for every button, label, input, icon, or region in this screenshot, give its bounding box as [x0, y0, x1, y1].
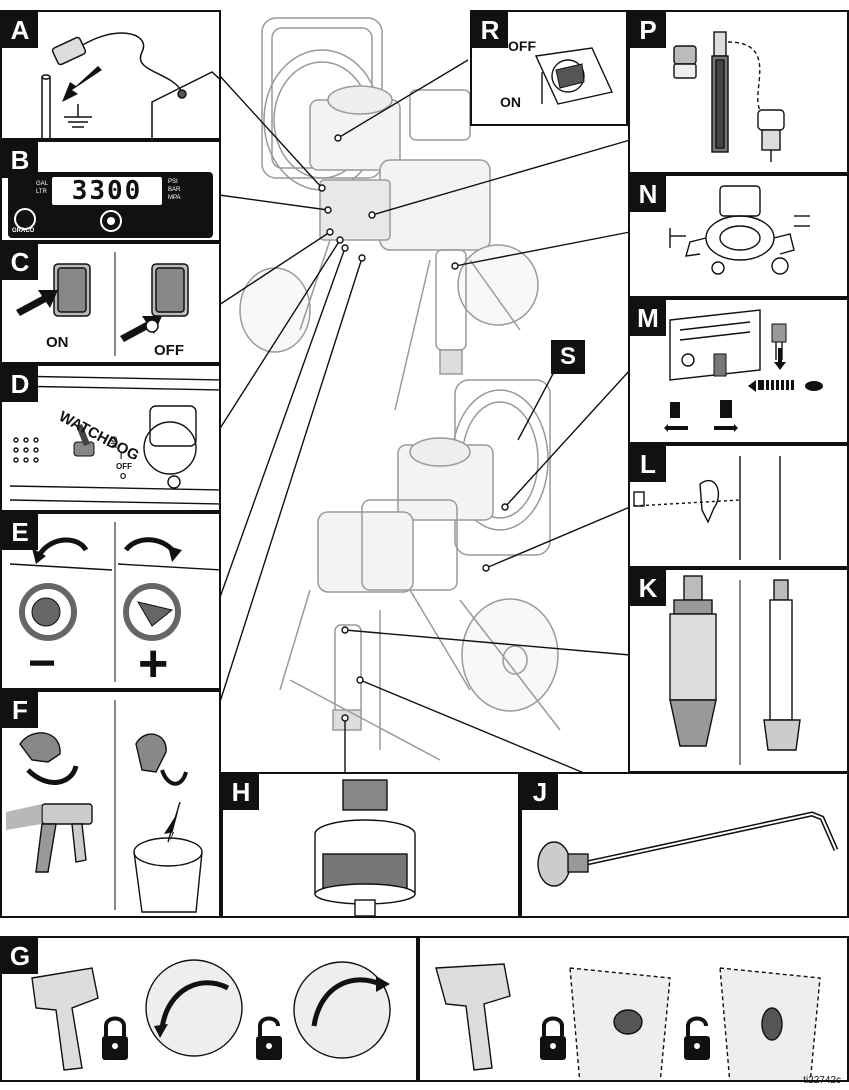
watchdog-off-label: OFF — [116, 462, 132, 471]
panel-b-display: B GAL LTR 3300 PSI BAR MPA GRACO — [0, 140, 221, 242]
panel-j-spray-extension: J — [520, 772, 849, 918]
panel-h-inlet-strainer: H — [221, 772, 520, 918]
panel-tag-l: L — [630, 446, 666, 482]
control-display-panel: GAL LTR 3300 PSI BAR MPA GRACO — [8, 172, 213, 238]
spray-extension-illustration — [537, 811, 839, 887]
watchdog-one-label: I — [120, 452, 123, 461]
unit-mpa: MPA — [168, 195, 181, 201]
panel-r-engine-switch: R OFF ON — [470, 10, 628, 126]
panel-n-pump-clamp: N — [628, 174, 849, 298]
engine-switch-illustration — [534, 47, 613, 105]
decrease-symbol: − — [28, 637, 57, 690]
rocker-switch-illustration — [16, 252, 189, 356]
label-gal: GAL — [36, 181, 49, 187]
pump-clamp-illustration — [669, 185, 810, 275]
fuel-choke-illustration — [664, 309, 823, 432]
watchdog-switch-illustration — [7, 375, 219, 505]
display-button-center — [107, 217, 115, 225]
panel-p-filter: P — [628, 10, 849, 174]
grounding-clamp-illustration — [41, 32, 219, 138]
panel-tag-c: C — [2, 244, 38, 280]
engine-on-label: ON — [500, 94, 521, 110]
switch-off-label: OFF — [154, 342, 184, 359]
panel-tag-e: E — [2, 514, 38, 550]
pump-rod-illustration — [669, 575, 801, 765]
panel-tag-b: B — [2, 142, 38, 178]
filter-illustration — [673, 31, 785, 162]
unit-psi: PSI — [168, 179, 178, 185]
panel-tag-f: F — [2, 692, 38, 728]
watchdog-zero-label: O — [120, 472, 127, 481]
panel-tag-k: K — [630, 570, 666, 606]
display-units: PSI BAR MPA — [168, 178, 181, 202]
label-ltr: LTR — [36, 189, 47, 195]
trigger-guard-illustration — [435, 963, 821, 1080]
panel-tag-m: M — [630, 300, 666, 336]
panel-tag-h: H — [223, 774, 259, 810]
inlet-strainer-illustration — [314, 779, 416, 916]
display-button[interactable] — [100, 210, 122, 232]
figure-reference: ti22742c — [803, 1075, 841, 1086]
display-left-labels: GAL LTR — [36, 180, 48, 196]
panel-e-pressure-knob: E − + — [0, 512, 221, 690]
panel-tag-j: J — [522, 774, 558, 810]
graco-logo — [14, 208, 36, 230]
panel-tag-g: G — [2, 938, 38, 974]
prime-valve-illustration — [6, 700, 203, 913]
panel-tag-r: R — [472, 12, 508, 48]
panel-tag-n: N — [630, 176, 666, 212]
panel-m-fuel-choke: M — [628, 298, 849, 444]
pressure-readout: 3300 — [52, 176, 162, 206]
trigger-lock-illustration — [31, 959, 391, 1071]
callout-tag-s: S — [551, 340, 585, 374]
panel-f-prime-valve: F — [0, 690, 221, 918]
panel-c-power-switch: C ON OFF — [0, 242, 221, 364]
panel-g-trigger-guard — [418, 936, 849, 1082]
watchdog-on-label: ON — [109, 436, 118, 448]
unit-bar: BAR — [168, 187, 181, 193]
panel-tag-p: P — [630, 12, 666, 48]
switch-on-label: ON — [46, 334, 69, 351]
panel-a-grounding: A — [0, 10, 221, 140]
panel-l-pump-latch: L — [628, 444, 849, 568]
panel-d-watchdog: D WATCHDOG ON I OFF O — [0, 364, 221, 512]
panel-tag-a: A — [2, 12, 38, 48]
panel-tag-d: D — [2, 366, 38, 402]
pump-latch-illustration — [633, 456, 781, 560]
panel-k-pump-rod: K — [628, 568, 849, 773]
increase-symbol: + — [138, 635, 169, 690]
pressure-knob-illustration — [9, 522, 219, 682]
graco-wordmark: GRACO — [12, 228, 35, 234]
panel-g-trigger-lock: G — [0, 936, 418, 1082]
engine-off-label: OFF — [508, 38, 536, 54]
